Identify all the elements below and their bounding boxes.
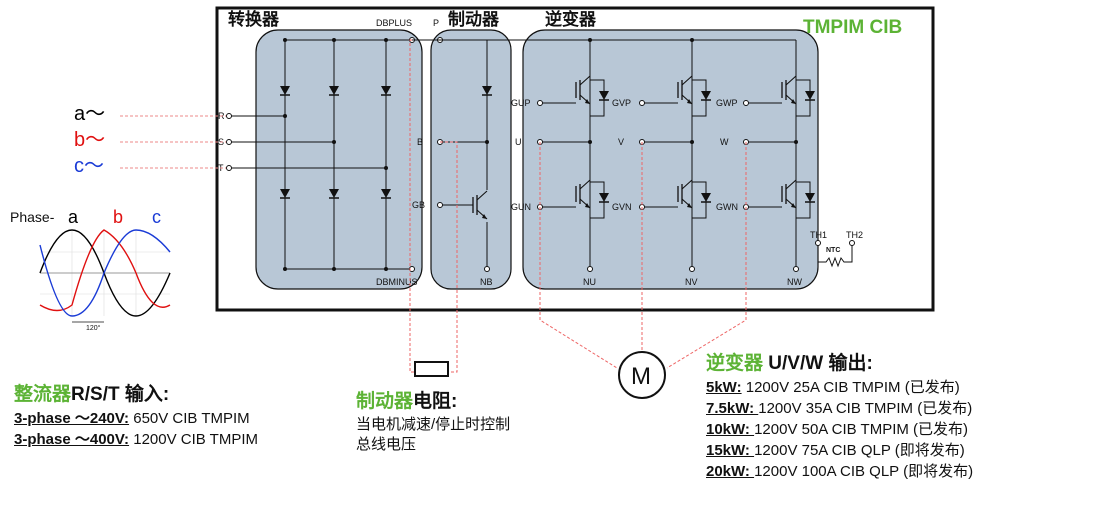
brake-resistor-title-green: 制动器 — [356, 391, 414, 412]
pin-gwp: GWP — [716, 98, 738, 108]
phase-waveform-plot — [39, 229, 171, 323]
pin-gb: GB — [412, 200, 425, 210]
pin-th2: TH2 — [846, 230, 863, 240]
rectifier-input-block: 整流器R/S/T 输入: 3-phase ～240V: 650V CIB TMP… — [14, 379, 344, 450]
phase-leads — [120, 115, 226, 169]
pin-nw: NW — [787, 277, 802, 287]
plot-c-label: c — [152, 207, 161, 227]
pin-gwn: GWN — [716, 202, 738, 212]
pin-gun: GUN — [511, 202, 531, 212]
product-label: TMPIM CIB — [803, 17, 902, 38]
plot-b-label: b — [113, 207, 123, 227]
brake-resistor-block: 制动器电阻: 当电机减速/停止时控制 总线电压 — [356, 386, 566, 455]
rectifier-junctions — [283, 38, 388, 271]
inverter-output-block: 逆变器 U/V/W 输出: 5kW: 1200V 25A CIB TMPIM (… — [706, 348, 1096, 482]
pin-p: P — [433, 18, 439, 28]
inverter-row: 5kW: 1200V 25A CIB TMPIM (已发布) — [706, 379, 960, 396]
inverter-block — [522, 29, 819, 290]
rectifier-wiring — [229, 39, 412, 270]
brake-label: 制动器 — [448, 9, 500, 29]
inverter-row: 10kW: 1200V 50A CIB TMPIM (已发布) — [706, 421, 969, 438]
motor-leads — [409, 39, 747, 373]
pin-v: V — [618, 137, 624, 147]
pin-gvn: GVN — [612, 202, 632, 212]
inverter-wiring — [412, 39, 797, 272]
rectifier-row: 3-phase ～400V: 1200V CIB TMPIM — [14, 431, 258, 448]
pin-th1: TH1 — [810, 230, 827, 240]
pin-gup: GUP — [511, 98, 531, 108]
inverter-row: 20kW: 1200V 100A CIB QLP (即将发布) — [706, 463, 974, 480]
brake-junction — [485, 140, 489, 144]
brake-resistor-symbol — [414, 361, 449, 377]
inverter-row: 15kW: 1200V 75A CIB QLP (即将发布) — [706, 442, 965, 459]
pin-b: B — [417, 137, 423, 147]
pin-w: W — [720, 137, 729, 147]
pin-u: U — [515, 137, 522, 147]
wave-b — [39, 229, 171, 312]
inverter-label: 逆变器 — [545, 9, 597, 29]
plot-angle-label: 120° — [86, 324, 101, 332]
phase-b-label: b～ — [74, 129, 105, 151]
pin-dbplus: DBPLUS — [376, 18, 412, 28]
converter-block — [255, 29, 423, 290]
inverter-output-title: 逆变器 U/V/W 输出: — [706, 348, 1096, 375]
pin-gvp: GVP — [612, 98, 631, 108]
inverter-output-title-black: U/V/W 输出: — [763, 353, 873, 374]
rectifier-input-title: 整流器R/S/T 输入: — [14, 379, 344, 406]
wave-c — [39, 229, 171, 317]
pin-nu: NU — [583, 277, 596, 287]
phase-a-label: a～ — [74, 103, 105, 125]
plot-title: Phase- — [10, 209, 55, 225]
motor-symbol — [618, 351, 666, 399]
phase-c-label: c～ — [74, 155, 104, 177]
pin-nb: NB — [480, 277, 493, 287]
motor-label: M — [631, 363, 651, 390]
brake-resistor-line2: 总线电压 — [356, 436, 417, 453]
brake-resistor-line1: 当电机减速/停止时控制 — [356, 416, 511, 433]
pin-nv: NV — [685, 277, 698, 287]
brake-resistor-title-black: 电阻: — [413, 391, 458, 412]
brake-resistor-title: 制动器电阻: — [356, 386, 566, 413]
plot-a-label: a — [68, 207, 79, 227]
rectifier-input-title-green: 整流器 — [14, 384, 72, 405]
pin-dbminus: DBMINUS — [376, 277, 418, 287]
brake-block — [430, 29, 512, 290]
inverter-row: 7.5kW: 1200V 35A CIB TMPIM (已发布) — [706, 400, 973, 417]
converter-label: 转换器 — [228, 9, 280, 29]
ntc-thermistor — [815, 240, 855, 268]
rectifier-input-title-black: R/S/T 输入: — [71, 384, 170, 405]
rectifier-row: 3-phase ～240V: 650V CIB TMPIM — [14, 410, 250, 427]
ntc-label: NTC — [826, 247, 840, 254]
inverter-output-title-green: 逆变器 — [706, 353, 764, 374]
